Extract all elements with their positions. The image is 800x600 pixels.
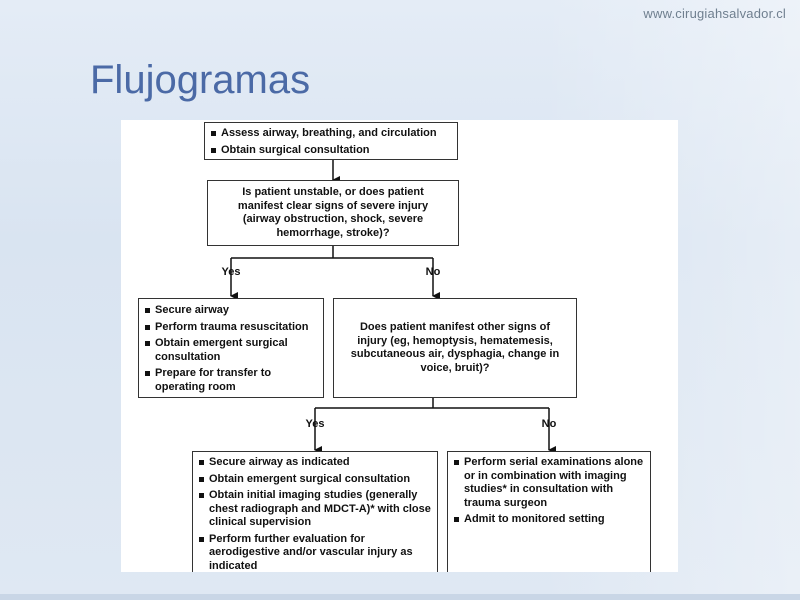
box-other-signs-actions: Secure airway as indicated Obtain emerge… (192, 451, 438, 572)
label-no-1: No (425, 266, 441, 278)
question-text: Is patient unstable, or does patient man… (237, 186, 429, 239)
flowchart-panel: Assess airway, breathing, and circulatio… (121, 120, 678, 572)
question-text: Does patient manifest other signs of inj… (350, 321, 560, 374)
label-yes-1: Yes (221, 266, 241, 278)
flowchart-connectors (230, 160, 556, 454)
list-item: Obtain initial imaging studies (generall… (199, 489, 431, 530)
list-item: Perform further evaluation for aerodiges… (199, 533, 431, 574)
list-item: Secure airway as indicated (199, 456, 431, 470)
list-item: Perform serial examinations alone or in … (454, 456, 644, 510)
label-no-2: No (541, 418, 557, 430)
box-initial-assessment: Assess airway, breathing, and circulatio… (204, 122, 458, 160)
box-unstable-actions: Secure airway Perform trauma resuscitati… (138, 298, 324, 398)
website-url: www.cirugiahsalvador.cl (643, 6, 786, 21)
box-question-unstable: Is patient unstable, or does patient man… (207, 180, 459, 246)
footer-strip (0, 594, 800, 600)
box-question-other-signs: Does patient manifest other signs of inj… (333, 298, 577, 398)
box-no-signs-actions: Perform serial examinations alone or in … (447, 451, 651, 572)
label-yes-2: Yes (305, 418, 325, 430)
list-item: Obtain emergent surgical consultation (199, 473, 431, 487)
list-item: Prepare for transfer to operating room (145, 367, 317, 394)
list-item: Obtain surgical consultation (211, 144, 451, 158)
list-item: Assess airway, breathing, and circulatio… (211, 127, 451, 141)
slide-title: Flujogramas (90, 58, 311, 102)
list-item: Obtain emergent surgical consultation (145, 337, 317, 364)
list-item: Perform trauma resuscitation (145, 321, 317, 335)
list-item: Admit to monitored setting (454, 513, 644, 527)
list-item: Secure airway (145, 304, 317, 318)
